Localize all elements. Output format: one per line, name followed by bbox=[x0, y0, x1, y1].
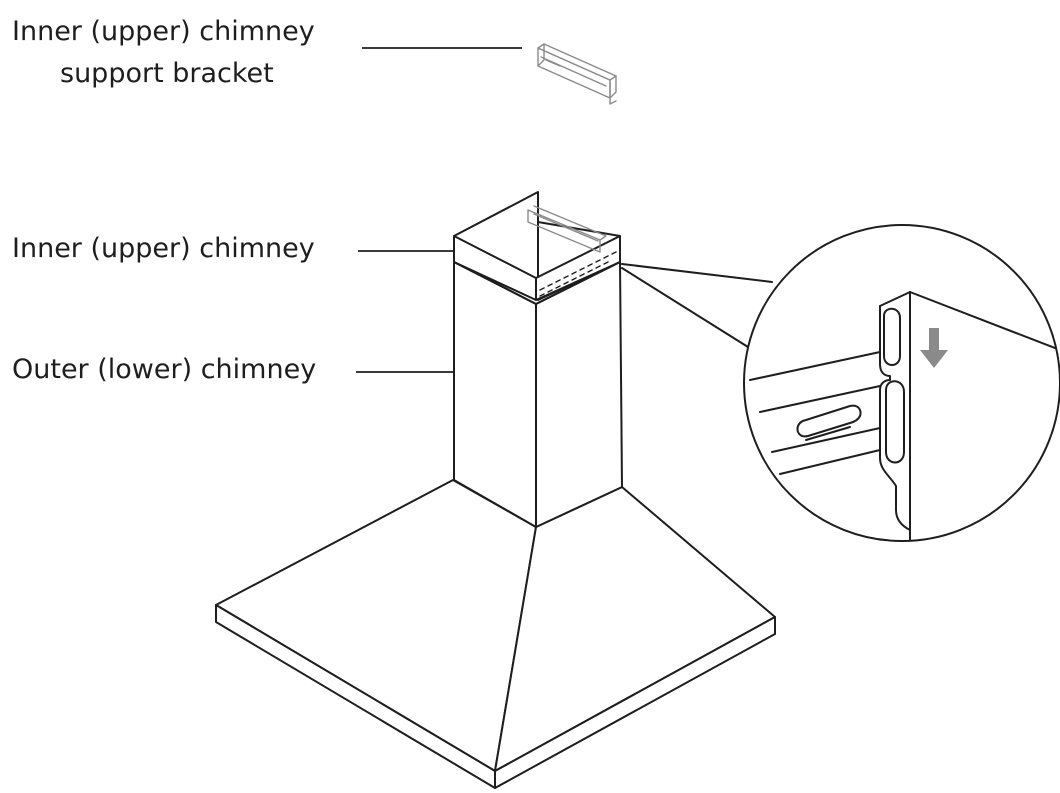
callout-line-lower bbox=[621, 267, 749, 348]
label-bracket-line2: support bracket bbox=[60, 58, 274, 89]
support-bracket-part bbox=[537, 43, 617, 105]
label-outer-chimney: Outer (lower) chimney bbox=[12, 354, 316, 385]
callout-line-upper bbox=[621, 263, 773, 283]
detail-magnifier bbox=[743, 224, 1060, 542]
arrow-down-icon bbox=[920, 328, 948, 368]
rim-perforations bbox=[539, 251, 617, 297]
label-bracket-line1: Inner (upper) chimney bbox=[12, 16, 315, 47]
outer-lower-chimney bbox=[453, 261, 623, 528]
hood-canopy bbox=[215, 479, 776, 789]
label-inner-chimney: Inner (upper) chimney bbox=[12, 233, 315, 264]
